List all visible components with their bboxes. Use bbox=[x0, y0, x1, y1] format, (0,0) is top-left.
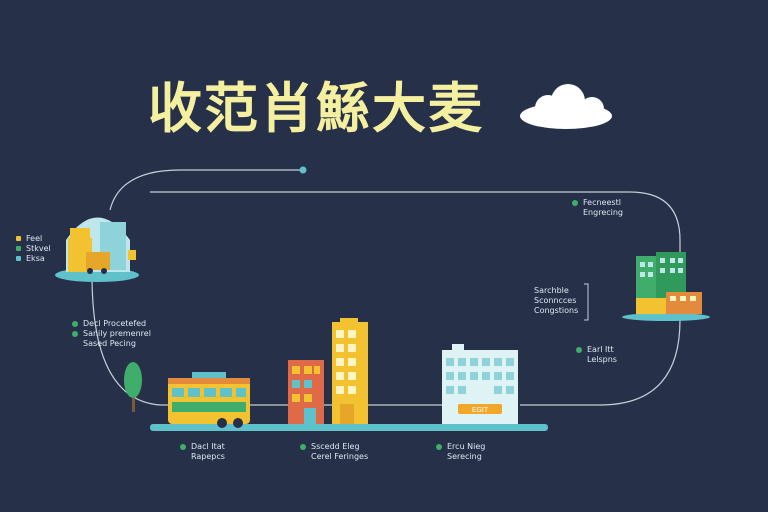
office-tower-yellow bbox=[332, 318, 368, 424]
legend-swatch-icon bbox=[16, 256, 21, 261]
annotation-bottom-1: Dacl Itat Rapepcs bbox=[180, 442, 225, 462]
office-building-orange bbox=[288, 360, 324, 424]
building-sign-plate bbox=[458, 404, 502, 414]
legend-item: Eksa bbox=[16, 254, 51, 264]
bracket-line bbox=[584, 283, 589, 321]
bullet-dot-icon bbox=[300, 443, 306, 450]
bullet-dot-icon bbox=[576, 346, 582, 353]
annotation-bottom-3: Ercu Nieg Serecing bbox=[436, 442, 485, 462]
bullet-dot-icon bbox=[572, 199, 578, 206]
warehouse-dome-icon bbox=[55, 217, 139, 282]
bullet-dot-icon bbox=[180, 443, 186, 450]
building-sign-text: EGIT bbox=[472, 406, 489, 414]
page-title: 收范肖鯀大麦 bbox=[148, 77, 484, 140]
ground-strip bbox=[150, 424, 548, 431]
annotation-left-mid: Decl Procetefed Sanily premenrel Sased P… bbox=[72, 319, 151, 349]
legend-swatch-icon bbox=[16, 236, 21, 241]
tree-icon bbox=[124, 362, 142, 412]
route-loop bbox=[150, 191, 681, 406]
cloud-icon bbox=[520, 84, 612, 129]
office-building-green bbox=[622, 252, 710, 321]
legend-item: Feel bbox=[16, 234, 51, 244]
bullet-dot-icon bbox=[72, 330, 78, 337]
route-left-loop bbox=[91, 274, 460, 406]
annotation-top-right: Fecneestl Engrecing bbox=[572, 198, 623, 218]
bus-icon bbox=[168, 372, 250, 428]
office-building-white: EGIT bbox=[442, 344, 518, 424]
route-line bbox=[109, 169, 303, 211]
route-start-dot bbox=[299, 166, 307, 174]
bullet-dot-icon bbox=[72, 320, 78, 327]
annotation-right-lower: Earl Itt Lelspns bbox=[576, 345, 617, 365]
annotation-mid-right: Sarchble Sconncces Congstions bbox=[534, 286, 579, 315]
legend: Feel Stkvel Eksa bbox=[16, 234, 51, 264]
annotation-bottom-2: Sscedd Eleg Cerel Feringes bbox=[300, 442, 368, 462]
legend-swatch-icon bbox=[16, 246, 21, 251]
legend-item: Stkvel bbox=[16, 244, 51, 254]
bullet-dot-icon bbox=[436, 443, 442, 450]
